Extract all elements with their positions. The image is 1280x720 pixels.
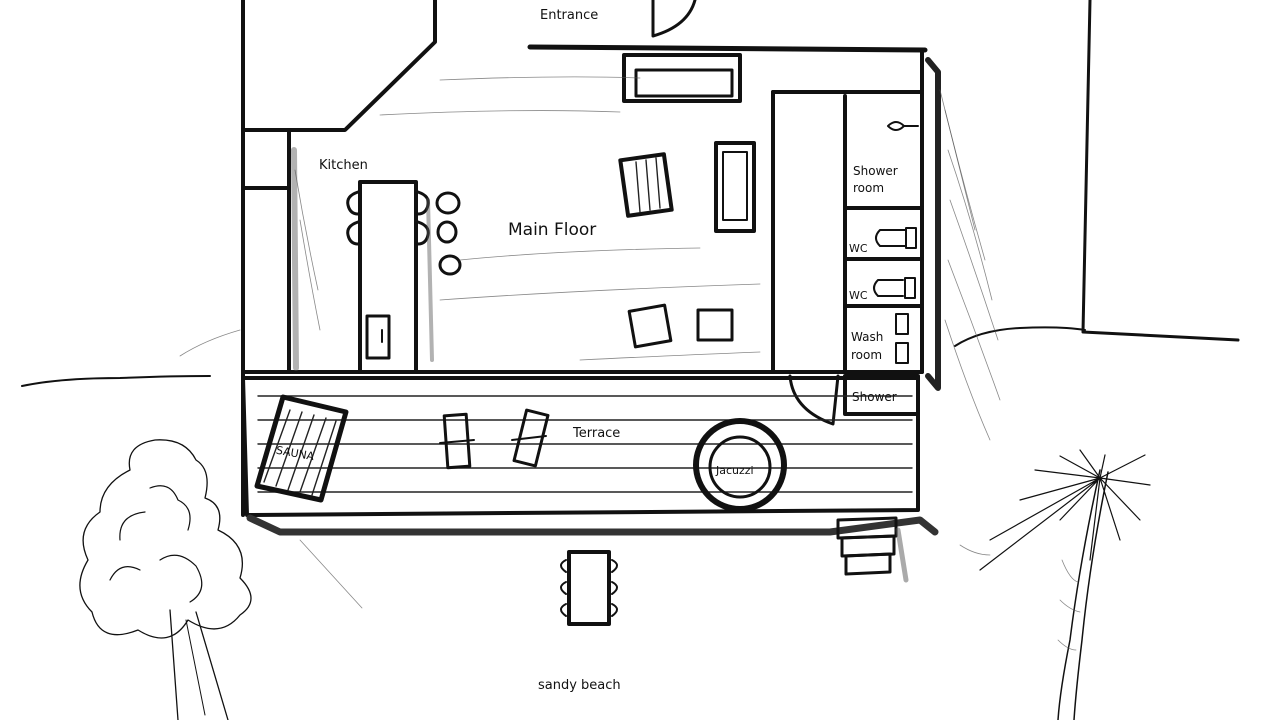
jacuzzi — [693, 418, 787, 512]
terrace-label: Terrace — [572, 426, 620, 441]
building-walls — [241, 44, 941, 517]
terrace-door — [788, 374, 840, 426]
shower-label: Shower — [852, 390, 897, 404]
neighbor-building-left — [241, 0, 437, 132]
palm-tree-right — [979, 449, 1151, 720]
terrace-lounger-1 — [439, 412, 475, 470]
kitchen-stools — [346, 190, 462, 276]
wc-2-label: WC — [849, 289, 868, 302]
armchair — [618, 152, 674, 218]
kitchen-island — [358, 180, 418, 374]
wash-room-label-line-1: Wash — [851, 330, 883, 344]
sauna-label: SAUNA — [275, 444, 316, 464]
entrance-label: Entrance — [540, 8, 598, 23]
beach-stairs — [836, 516, 909, 583]
sofa-side — [714, 141, 756, 233]
entrance-door — [651, 0, 697, 38]
side-table-2 — [696, 308, 734, 342]
sandy-beach-label: sandy beach — [538, 678, 621, 693]
jacuzzi-label: Jacuzzi — [715, 464, 754, 477]
shoreline-right — [954, 326, 1086, 347]
sofa-top — [622, 53, 742, 103]
shower-room-label-line-2: room — [853, 181, 884, 195]
kitchen-label: Kitchen — [319, 158, 368, 173]
beach-dining-table — [560, 550, 618, 626]
sauna — [254, 394, 349, 503]
tree-left — [79, 439, 252, 720]
terrace-deck — [241, 376, 939, 536]
hatching — [294, 76, 1001, 441]
side-table-1 — [627, 303, 673, 349]
wash-room-label-line-2: room — [851, 348, 882, 362]
shower-room-fixture — [887, 121, 919, 131]
wc-1-label: WC — [849, 242, 868, 255]
shower-room-label-line-1: Shower — [853, 164, 898, 178]
shoreline-left — [21, 375, 211, 387]
wash-basins — [895, 313, 909, 364]
neighbor-building-right — [1081, 0, 1240, 342]
terrace-lounger-2 — [511, 408, 550, 468]
toilet-2 — [873, 277, 916, 299]
main-floor-label: Main Floor — [508, 220, 596, 240]
toilet-1 — [875, 227, 917, 249]
